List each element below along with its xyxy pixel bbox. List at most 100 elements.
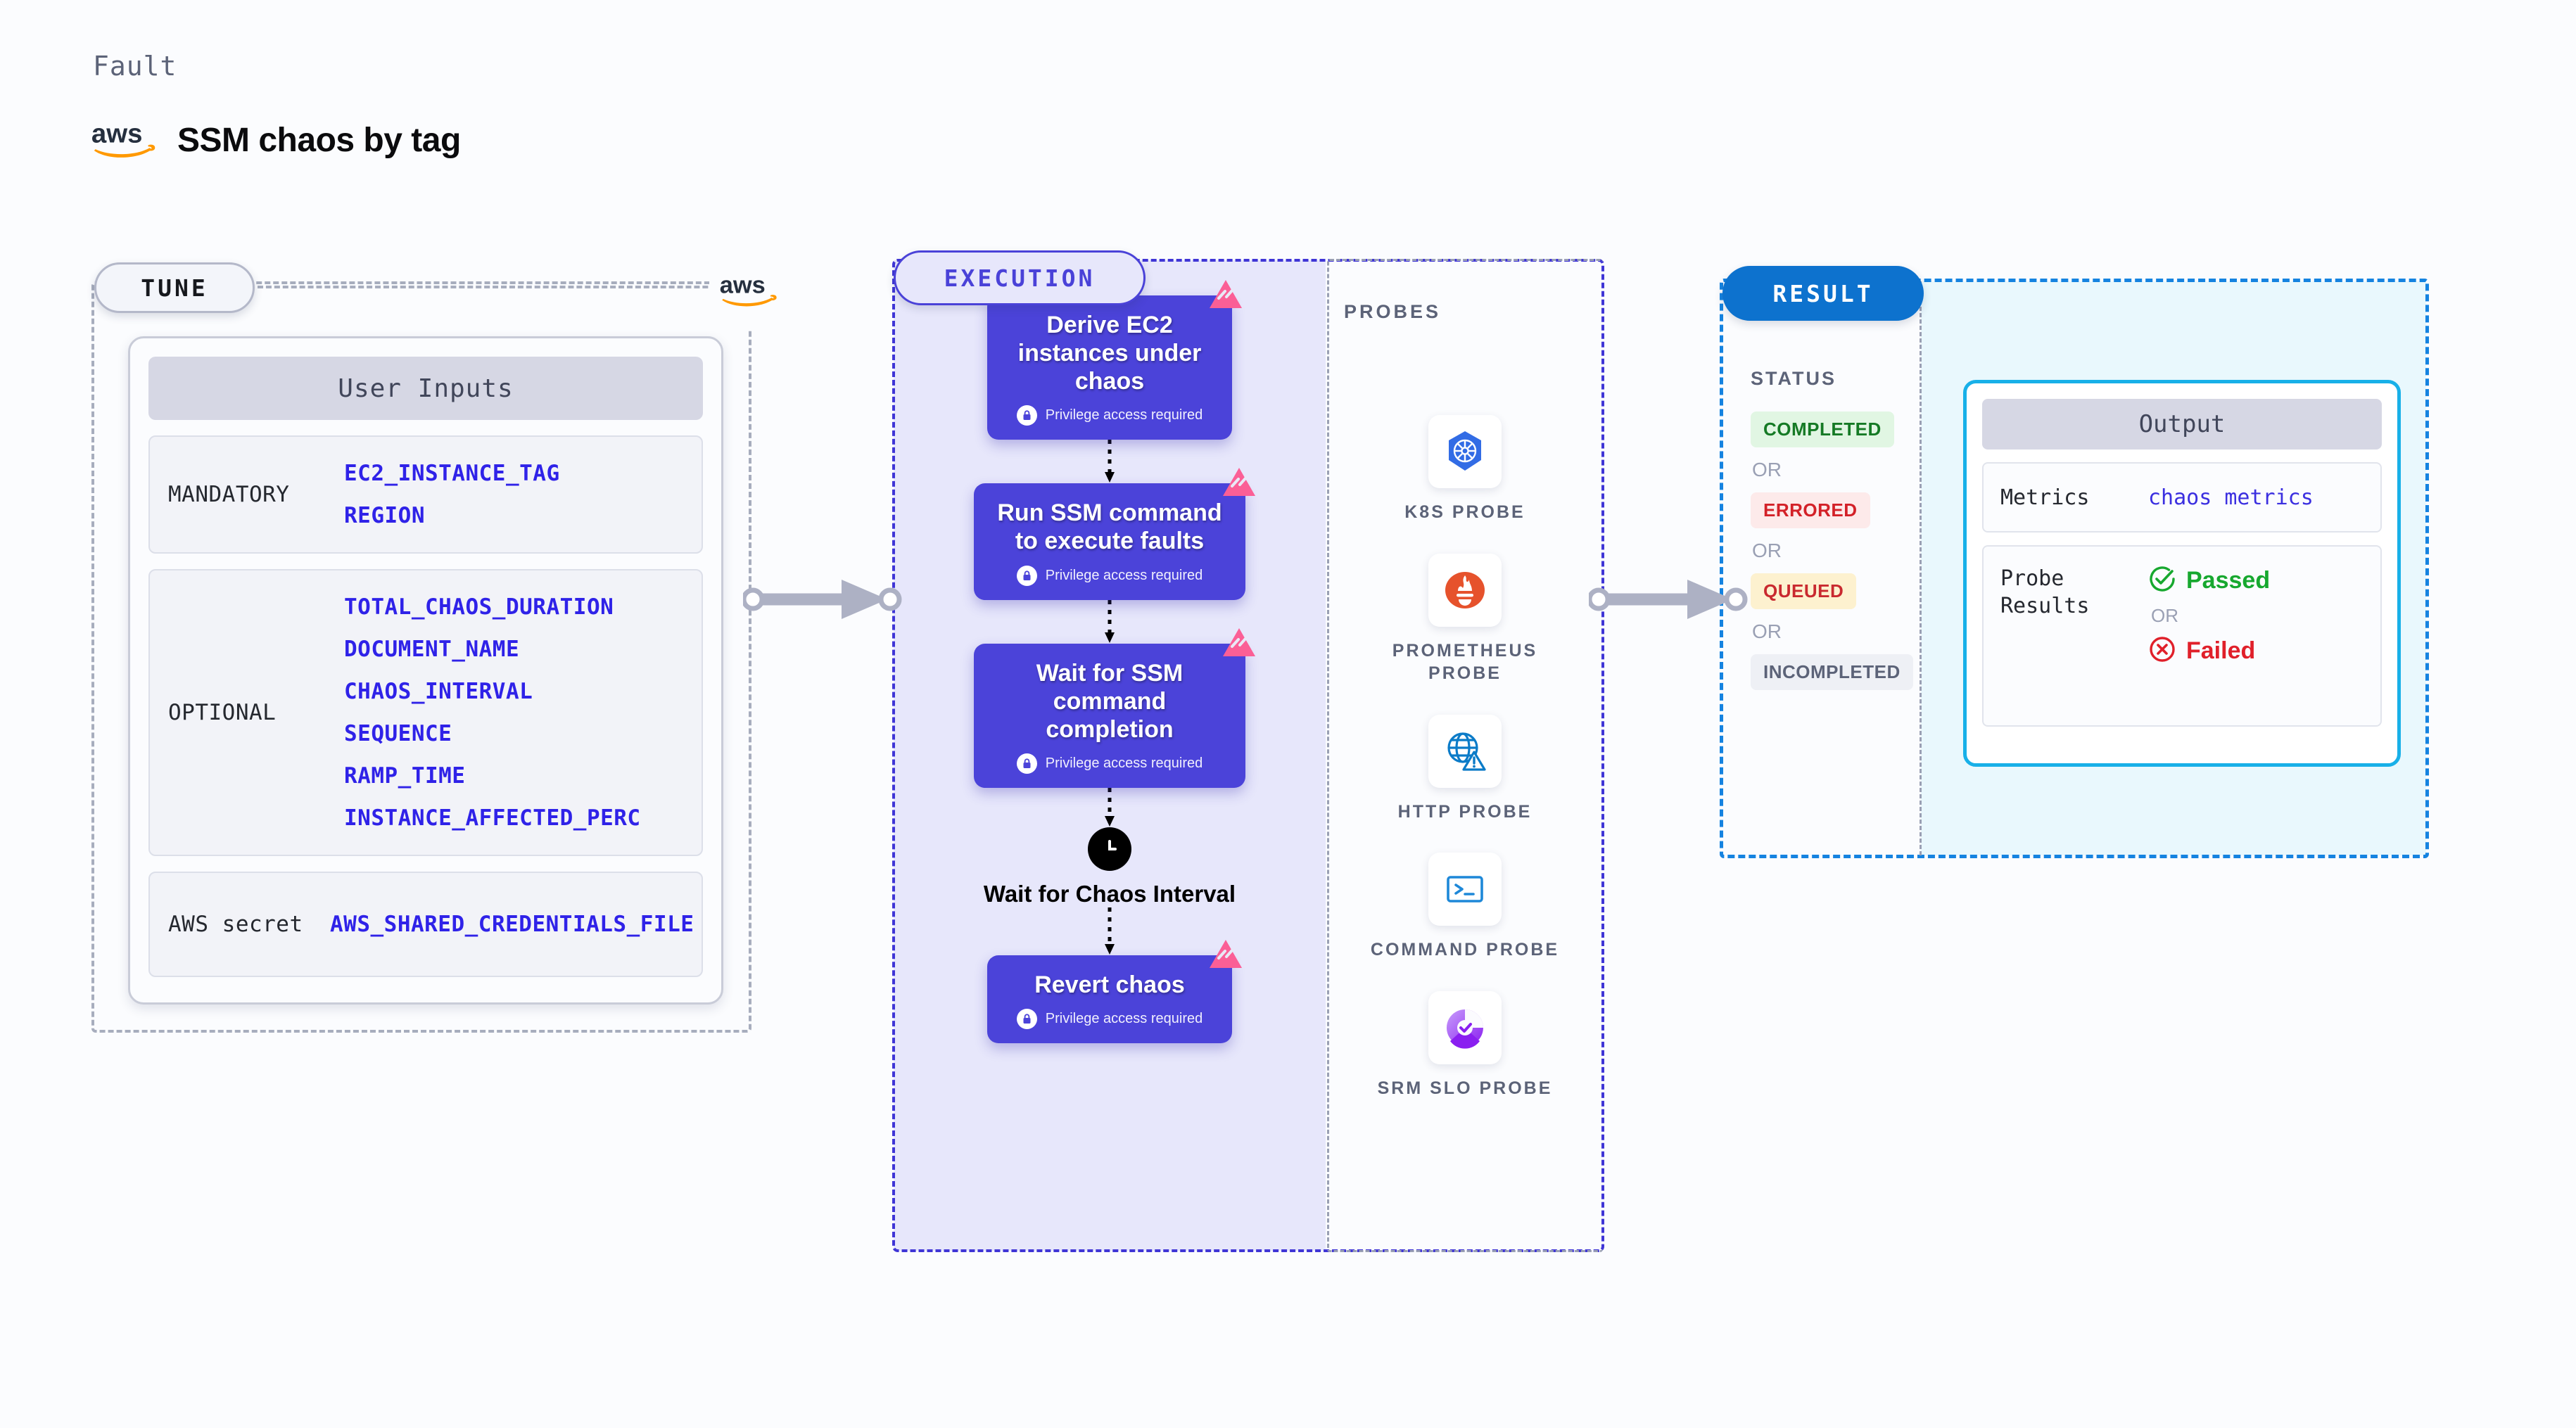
- execution-node-derive-ec2[interactable]: Derive EC2 instances under chaos Privile…: [987, 280, 1242, 440]
- output-title: Output: [1982, 399, 2382, 450]
- execution-node-title: Revert chaos: [1034, 971, 1185, 999]
- flow-arrow: [894, 787, 1326, 827]
- fault-kicker: Fault: [93, 51, 177, 82]
- probe-label: K8S PROBE: [1404, 502, 1525, 522]
- or-separator: OR: [1752, 620, 1782, 642]
- x-circle-icon: [2148, 635, 2176, 667]
- tune-pill: TUNE: [94, 262, 255, 313]
- param-group-key: MANDATORY: [168, 482, 290, 507]
- result-pill: RESULT: [1722, 266, 1924, 321]
- param-value-list: AWS_SHARED_CREDENTIALS_FILE: [330, 912, 694, 937]
- param-value[interactable]: SEQUENCE: [344, 721, 452, 746]
- privilege-text: Privilege access required: [1045, 567, 1203, 583]
- probe-result-failed: Failed: [2148, 635, 2270, 667]
- flow-arrow: [894, 440, 1326, 483]
- aws-badge-icon: aws: [709, 250, 788, 329]
- status-badge-completed: COMPLETED: [1751, 412, 1894, 447]
- user-inputs-title: User Inputs: [148, 357, 703, 420]
- output-row-metrics: Metrics chaos metrics: [1982, 462, 2382, 533]
- execution-section-outline: [892, 259, 1604, 1252]
- svg-text:aws: aws: [91, 119, 143, 149]
- param-group-mandatory: MANDATORY EC2_INSTANCE_TAG REGION: [148, 435, 703, 554]
- output-metrics-key: Metrics: [2000, 485, 2090, 510]
- param-value[interactable]: EC2_INSTANCE_TAG: [344, 461, 560, 486]
- or-separator: OR: [2151, 605, 2178, 626]
- connector-execution-to-result: [1587, 571, 1751, 631]
- probe-label: PROMETHEUS PROBE: [1392, 640, 1538, 684]
- result-section-outline: [1720, 279, 2429, 858]
- probes-section-label: PROBES: [1344, 301, 1442, 322]
- flow-arrow: [894, 907, 1326, 955]
- result-column-divider: [1920, 281, 1922, 855]
- srm-slo-icon: [1428, 990, 1502, 1064]
- param-value[interactable]: CHAOS_INTERVAL: [344, 679, 533, 704]
- probe-item-http[interactable]: HTTP PROBE: [1359, 714, 1571, 824]
- param-group-key: OPTIONAL: [168, 700, 277, 725]
- execution-flow: Derive EC2 instances under chaos Privile…: [894, 280, 1326, 1044]
- probe-item-k8s[interactable]: K8S PROBE: [1359, 415, 1571, 524]
- param-value[interactable]: REGION: [344, 503, 425, 528]
- probe-label: HTTP PROBE: [1397, 801, 1533, 822]
- output-card: Output Metrics chaos metrics Probe Resul…: [1963, 380, 2401, 767]
- param-value[interactable]: TOTAL_CHAOS_DURATION: [344, 594, 614, 620]
- svg-text:aws: aws: [720, 272, 766, 298]
- param-group-optional: OPTIONAL TOTAL_CHAOS_DURATION DOCUMENT_N…: [148, 569, 703, 856]
- wait-for-chaos-interval-node: Wait for Chaos Interval: [894, 827, 1326, 907]
- probe-item-srm-slo[interactable]: SRM SLO PROBE: [1359, 990, 1571, 1100]
- chaos-badge-icon: [1210, 940, 1242, 969]
- status-badge-list: COMPLETED OR ERRORED OR QUEUED OR INCOMP…: [1751, 412, 1913, 690]
- status-badge-incompleted: INCOMPLETED: [1751, 654, 1913, 690]
- chaos-badge-icon: [1210, 280, 1242, 310]
- execution-node-title: Derive EC2 instances under chaos: [1017, 312, 1202, 395]
- clock-icon: [1088, 827, 1131, 871]
- privilege-note: Privilege access required: [1005, 405, 1214, 426]
- status-badge-queued: QUEUED: [1751, 573, 1857, 609]
- http-globe-icon: [1428, 714, 1502, 788]
- param-group-aws-secret: AWS secret AWS_SHARED_CREDENTIALS_FILE: [148, 872, 703, 977]
- probe-result-passed: Passed: [2148, 565, 2270, 597]
- chaos-badge-icon: [1223, 468, 1255, 497]
- aws-logo-icon: aws: [90, 118, 158, 162]
- probe-item-prometheus[interactable]: PROMETHEUS PROBE: [1359, 553, 1571, 685]
- probes-section-outline: [1327, 259, 1603, 1252]
- lock-icon: [1016, 753, 1037, 774]
- probe-label: SRM SLO PROBE: [1377, 1078, 1553, 1098]
- privilege-text: Privilege access required: [1045, 755, 1203, 771]
- execution-node-revert-chaos[interactable]: Revert chaos Privilege access required: [987, 940, 1242, 1044]
- or-separator: OR: [1752, 540, 1782, 561]
- probe-results-values: Passed OR Failed: [2148, 565, 2270, 667]
- lock-icon: [1016, 405, 1037, 426]
- connector-tune-to-execution: [741, 571, 905, 631]
- privilege-note: Privilege access required: [992, 565, 1227, 586]
- flow-arrow: [894, 599, 1326, 644]
- execution-node-title: Wait for SSM command completion: [1036, 659, 1184, 743]
- param-value-list: TOTAL_CHAOS_DURATION DOCUMENT_NAME CHAOS…: [344, 594, 641, 831]
- output-metrics-value[interactable]: chaos metrics: [2148, 485, 2314, 510]
- param-value[interactable]: AWS_SHARED_CREDENTIALS_FILE: [330, 912, 694, 937]
- probes-list: K8S PROBE PROMETHEUS PROBE: [1327, 415, 1603, 1099]
- param-value-list: EC2_INSTANCE_TAG REGION: [344, 461, 560, 528]
- privilege-text: Privilege access required: [1045, 407, 1203, 423]
- kubernetes-icon: [1428, 415, 1502, 488]
- tune-section-outline: [91, 281, 751, 1033]
- param-value[interactable]: INSTANCE_AFFECTED_PERC: [344, 805, 641, 831]
- probe-passed-label: Passed: [2186, 567, 2271, 594]
- execution-pill: EXECUTION: [894, 250, 1146, 305]
- tune-top-dashed-connector: [258, 286, 750, 288]
- execution-node-run-ssm[interactable]: Run SSM command to execute faults Privil…: [974, 468, 1255, 600]
- page-title: SSM chaos by tag: [177, 121, 461, 159]
- param-value[interactable]: RAMP_TIME: [344, 763, 466, 789]
- user-inputs-card: User Inputs MANDATORY EC2_INSTANCE_TAG R…: [128, 336, 723, 1005]
- status-section-label: STATUS: [1751, 368, 1836, 389]
- or-separator: OR: [1752, 459, 1782, 480]
- probe-item-command[interactable]: COMMAND PROBE: [1359, 853, 1571, 962]
- chaos-badge-icon: [1223, 627, 1255, 658]
- execution-node-wait-ssm[interactable]: Wait for SSM command completion Privileg…: [974, 627, 1255, 788]
- wait-node-title: Wait for Chaos Interval: [983, 880, 1236, 907]
- prometheus-icon: [1428, 553, 1502, 627]
- status-badge-errored: ERRORED: [1751, 492, 1870, 528]
- lock-icon: [1016, 1009, 1037, 1030]
- param-group-key: AWS secret: [168, 912, 303, 937]
- param-value[interactable]: DOCUMENT_NAME: [344, 637, 520, 662]
